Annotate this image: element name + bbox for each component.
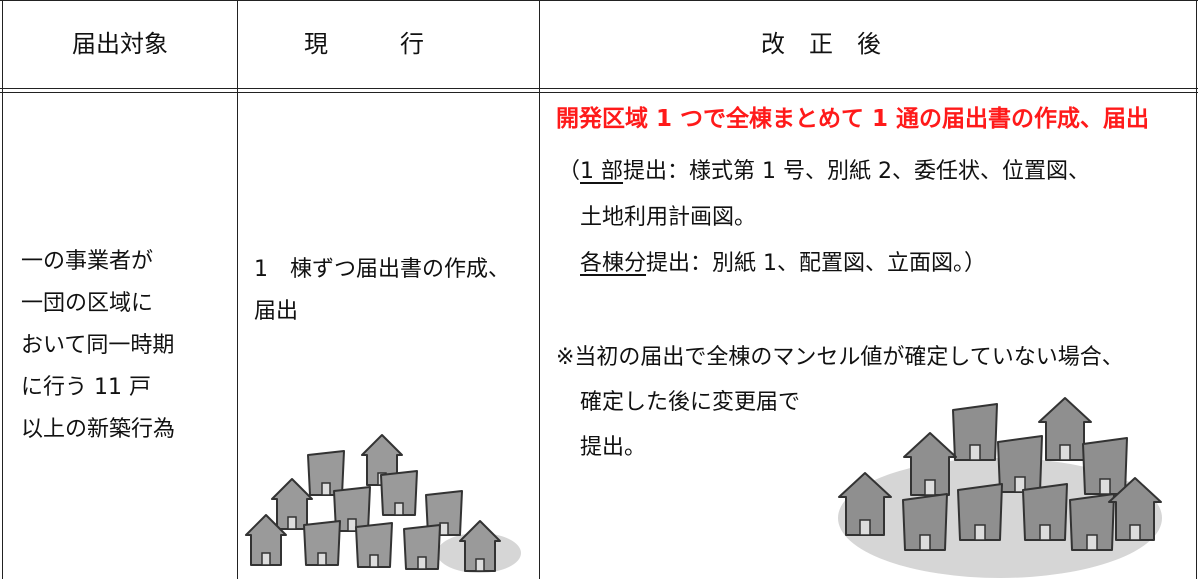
revised-line-2: 土地利用計画図。 bbox=[580, 205, 757, 230]
target-line-3: おいて同一時期 bbox=[21, 333, 175, 358]
revised-line-1: （1 部提出：様式第 1 号、別紙 2、委任状、位置図、 bbox=[558, 157, 1090, 187]
revised-line-1-open: （ bbox=[558, 159, 581, 184]
current-line-2: 届出 bbox=[254, 299, 299, 324]
revised-note-1: ※当初の届出で全棟のマンセル値が確定していない場合、 bbox=[556, 345, 1124, 370]
houses-small-illustration bbox=[245, 434, 521, 573]
target-line-1: 一の事業者が bbox=[21, 249, 154, 274]
header-bottom-border bbox=[0, 88, 1198, 89]
revised-one-copy: 1 部 bbox=[580, 159, 624, 184]
revised-note-3: 提出。 bbox=[580, 435, 647, 460]
table-top-border bbox=[0, 0, 1198, 1]
target-line-4: に行う 11 戸 bbox=[21, 375, 151, 400]
column-divider-2 bbox=[539, 0, 540, 579]
revised-note-2: 確定した後に変更届で bbox=[580, 390, 801, 415]
target-line-5: 以上の新築行為 bbox=[21, 417, 176, 442]
table-right-border bbox=[1196, 0, 1197, 579]
revised-each-building: 各棟分 bbox=[580, 251, 647, 276]
revised-line-1-rest: 提出：様式第 1 号、別紙 2、委任状、位置図、 bbox=[623, 159, 1090, 184]
revised-line-3: 各棟分提出：別紙 1、配置図、立面図。） bbox=[580, 249, 986, 279]
column-divider-1 bbox=[237, 0, 238, 579]
header-revised: 改 正 後 bbox=[761, 30, 881, 58]
table-left-border bbox=[2, 0, 3, 579]
revised-line-3-rest: 提出：別紙 1、配置図、立面図。） bbox=[646, 251, 987, 276]
current-line-1: 1 棟ずつ届出書の作成、 bbox=[254, 257, 510, 282]
header-current: 現 行 bbox=[304, 30, 424, 58]
header-target: 届出対象 bbox=[72, 30, 168, 58]
target-line-2: 一団の区域に bbox=[21, 291, 154, 316]
revised-headline: 開発区域 1 つで全棟まとめて 1 通の届出書の作成、届出 bbox=[556, 106, 1150, 132]
houses-large-illustration bbox=[838, 397, 1162, 578]
header-bottom-border-2 bbox=[0, 92, 1198, 93]
